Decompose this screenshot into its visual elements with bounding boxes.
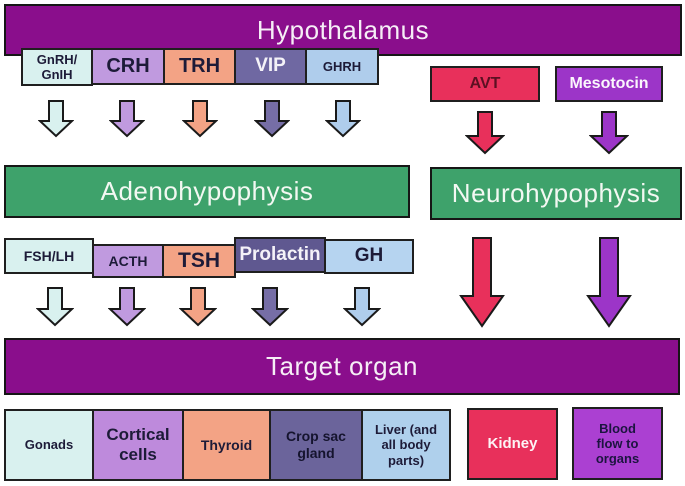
mesotocin-down-arrow-icon (589, 111, 629, 155)
gh-label: GH (354, 245, 384, 267)
gnrh-down-arrow-icon (38, 100, 74, 138)
fsh-lh-down-arrow-icon (36, 287, 74, 327)
mesotocin-to-target-long-arrow-icon (586, 237, 632, 328)
box-avt: AVT (430, 66, 540, 102)
box-fsh-lh: FSH/LH (4, 238, 94, 274)
cortical-cells-label: Cortical cells (106, 424, 170, 464)
box-crh: CRH (91, 48, 165, 85)
acth-down-arrow-icon (108, 287, 146, 327)
tsh-down-arrow-icon (179, 287, 217, 327)
fsh-lh-label: FSH/LH (23, 247, 75, 264)
neurohypophysis-banner-label: Neurohypophysis (451, 178, 661, 208)
liver-label: Liver (and all body parts) (374, 422, 438, 468)
box-gonads: Gonads (4, 409, 94, 481)
box-cortical-cells: Cortical cells (92, 409, 184, 481)
crh-down-arrow-icon (109, 100, 145, 138)
avt-label: AVT (469, 74, 501, 92)
box-gh: GH (324, 239, 414, 274)
tsh-label: TSH (178, 248, 220, 272)
vip-down-arrow-icon (254, 100, 290, 138)
box-prolactin: Prolactin (234, 237, 326, 273)
gonads-label: Gonads (24, 437, 74, 453)
box-kidney: Kidney (467, 408, 558, 480)
box-crop-sac-gland: Crop sac gland (269, 409, 363, 481)
trh-label: TRH (178, 54, 221, 77)
box-acth: ACTH (92, 244, 164, 278)
gnrh-gnih-label: GnRH/ GnIH (36, 51, 78, 82)
hypothalamus-banner: Hypothalamus (4, 4, 682, 56)
kidney-label: Kidney (487, 435, 538, 453)
hypothalamus-banner-label: Hypothalamus (256, 14, 430, 45)
acth-label: ACTH (108, 252, 148, 269)
prolactin-label: Prolactin (239, 243, 321, 265)
target-organ-banner: Target organ (4, 338, 680, 395)
ghrh-label: GHRH (322, 58, 362, 74)
target-organ-banner-label: Target organ (266, 351, 418, 381)
box-vip: VIP (234, 48, 307, 85)
box-thyroid: Thyroid (182, 409, 271, 481)
vip-label: VIP (255, 55, 286, 77)
gh-down-arrow-icon (343, 287, 381, 327)
crh-label: CRH (106, 54, 150, 77)
box-liver: Liver (and all body parts) (361, 409, 451, 481)
box-tsh: TSH (162, 244, 236, 278)
box-blood-flow-to-organs: Blood flow to organs (572, 407, 663, 480)
avt-down-arrow-icon (465, 111, 505, 155)
trh-down-arrow-icon (182, 100, 218, 138)
box-ghrh: GHRH (305, 48, 379, 85)
mesotocin-label: Mesotocin (569, 74, 649, 92)
box-mesotocin: Mesotocin (555, 66, 663, 102)
ghrh-down-arrow-icon (325, 100, 361, 138)
crop-sac-gland-label: Crop sac gland (286, 428, 346, 461)
thyroid-label: Thyroid (200, 436, 253, 453)
avt-to-target-long-arrow-icon (459, 237, 505, 328)
blood-flow-label: Blood flow to organs (595, 420, 640, 467)
box-gnrh-gnih: GnRH/ GnIH (21, 48, 93, 86)
adenohypophysis-banner-label: Adenohypophysis (100, 176, 314, 206)
adenohypophysis-banner: Adenohypophysis (4, 165, 410, 218)
neurohypophysis-banner: Neurohypophysis (430, 167, 682, 220)
prolactin-down-arrow-icon (251, 287, 289, 327)
box-trh: TRH (163, 48, 236, 85)
